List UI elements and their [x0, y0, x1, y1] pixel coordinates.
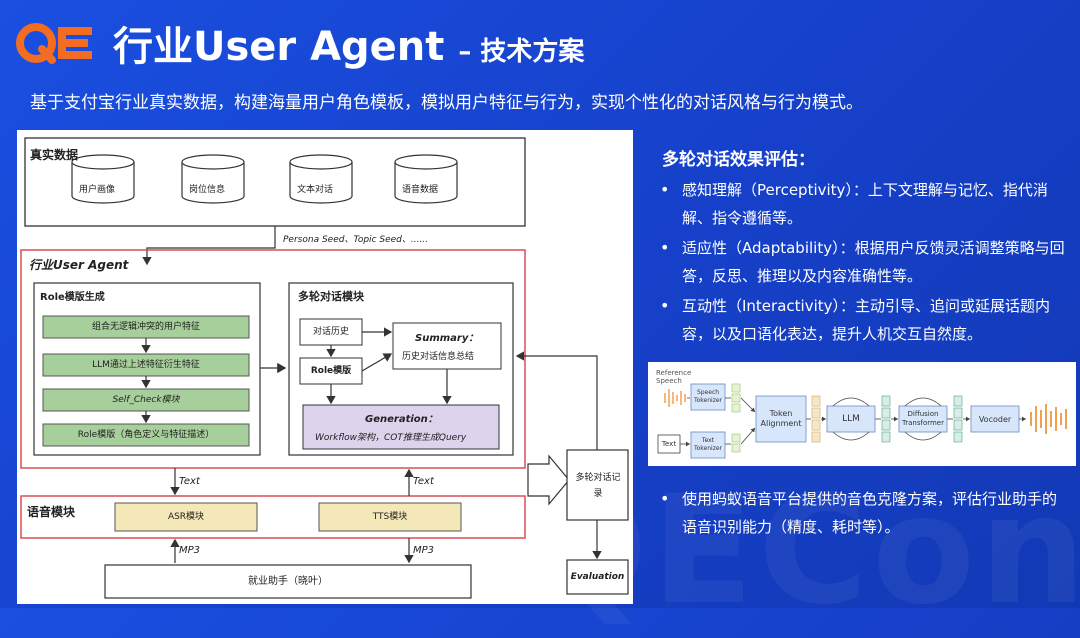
llm-block: LLM — [842, 414, 860, 424]
token-alignment: Token Alignment — [760, 409, 802, 428]
generation-desc: Workflow架构，COT推理生成Query — [315, 433, 467, 443]
source-job-info: 岗位信息 — [189, 185, 226, 195]
page-subtitle: 基于支付宝行业真实数据，构建海量用户角色模板，模拟用户特征与行为，实现个性化的对… — [30, 93, 863, 113]
diagram-lines — [20, 137, 629, 599]
voice-eval-list: 使用蚂蚁语音平台提供的音色克隆方案，评估行业助手的语音识别能力（精度、耗时等）。 — [657, 485, 1067, 541]
tts-module: TTS模块 — [372, 512, 408, 522]
mp3-label-left: MP3 — [179, 545, 201, 556]
source-voice-data: 语音数据 — [402, 185, 439, 195]
reference-speech-label: Reference Speech — [656, 369, 692, 385]
eval-list: 感知理解（Perceptivity）：上下文理解与记忆、指代消解、指令遵循等。 … — [657, 176, 1067, 350]
employment-assistant: 就业助手（晓叶） — [248, 576, 328, 587]
generation-title: Generation： — [365, 414, 438, 425]
text-label-left: Text — [179, 476, 200, 487]
voice-eval-item: 使用蚂蚁语音平台提供的音色克隆方案，评估行业助手的语音识别能力（精度、耗时等）。 — [657, 485, 1067, 541]
dialog-record: 多轮对话记录 — [575, 473, 621, 499]
dialog-role-template: Role模版 — [310, 366, 352, 376]
diffusion-transformer: Diffusion Transformer — [901, 410, 944, 427]
role-gen-title: Role模版生成 — [40, 292, 105, 303]
role-step-2: LLM通过上述特征衍生特征 — [92, 360, 200, 370]
eval-item-adaptability: 适应性（Adaptability）：根据用户反馈灵活调整策略与回答，反思、推理以… — [657, 234, 1067, 290]
eval-item-interactivity: 互动性（Interactivity）：主动引导、追问或延展话题内容，以及口语化表… — [657, 292, 1067, 348]
title-main: 行业User Agent — [113, 24, 445, 70]
speech-tokenizer: Speech Tokenizer — [693, 389, 723, 404]
source-text-dialog: 文本对话 — [297, 185, 334, 195]
summary-title: Summary： — [415, 333, 479, 344]
role-step-4: Role模版（角色定义与特征描述） — [77, 430, 215, 440]
role-step-1: 组合无逻辑冲突的用户特征 — [91, 322, 200, 332]
page-title: 行业User Agent – 技术方案 — [113, 14, 584, 72]
pipeline-lines — [657, 383, 1067, 459]
eval-item-perceptivity: 感知理解（Perceptivity）：上下文理解与记忆、指代消解、指令遵循等。 — [657, 176, 1067, 232]
text-tokenizer: Text Tokenizer — [693, 437, 723, 452]
summary-desc: 历史对话信息总结 — [402, 352, 475, 362]
text-input: Text — [661, 440, 677, 448]
text-label-right: Text — [413, 476, 434, 487]
speech-module-label: 语音模块 — [27, 505, 76, 519]
waveform-icon — [664, 389, 686, 407]
tts-pipeline-diagram: Reference Speech Speech Tokenizer Text T… — [648, 362, 1076, 466]
architecture-diagram: 真实数据 用户画像 岗位信息 文本对话 语音数据 Persona Seed、To… — [17, 130, 633, 604]
source-user-profile: 用户画像 — [79, 185, 116, 195]
real-data-label: 真实数据 — [30, 148, 79, 162]
database-icon — [71, 154, 458, 204]
mp3-label-right: MP3 — [413, 545, 435, 556]
eval-title: 多轮对话效果评估： — [662, 150, 815, 170]
agent-label: 行业User Agent — [29, 258, 129, 272]
dialog-module-title: 多轮对话模块 — [298, 290, 364, 303]
dialog-history: 对话历史 — [312, 327, 349, 337]
role-step-3: Self_Check模块 — [112, 395, 180, 405]
qecon-logo — [16, 23, 92, 64]
seed-label: Persona Seed、Topic Seed、...... — [283, 235, 429, 245]
asr-module: ASR模块 — [167, 512, 205, 522]
title-suffix: – 技术方案 — [458, 37, 585, 67]
vocoder-block: Vocoder — [978, 414, 1012, 424]
evaluation-box: Evaluation — [570, 572, 625, 582]
